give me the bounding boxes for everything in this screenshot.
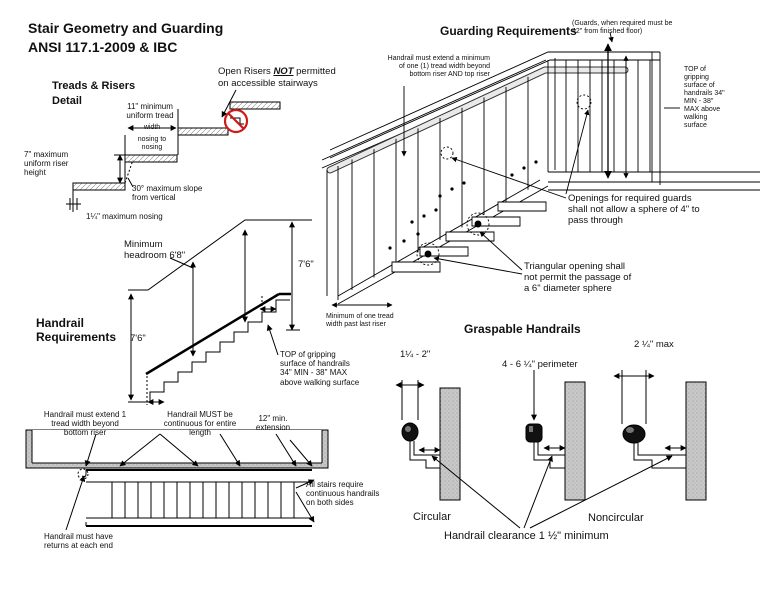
guard-bolt-dot bbox=[510, 173, 514, 177]
openings-note: Openings for required guards shall not a… bbox=[568, 193, 700, 226]
treads-heading-2: Detail bbox=[52, 95, 82, 107]
ext-12-label: 12" min. extension bbox=[255, 414, 291, 433]
guarding-stair-view bbox=[321, 31, 760, 308]
clearance-label: Handrail clearance 1 ½" minimum bbox=[444, 530, 609, 542]
graspable-handrail-sections bbox=[395, 370, 707, 529]
open-risers-note: Open Risers NOT permitted bbox=[218, 66, 336, 77]
top-grip-label: TOP of gripping surface of handrails 34"… bbox=[280, 350, 360, 387]
headroom-label: Minimum headroom 6'8" bbox=[124, 239, 186, 261]
min-tread-note: Minimum of one tread width past last ris… bbox=[326, 313, 394, 329]
returns-note: Handrail must have returns at each end bbox=[44, 532, 113, 551]
guard-extend-note: Handrail must extend a minimum of one (1… bbox=[387, 55, 490, 79]
headroom-stair-section bbox=[128, 219, 312, 405]
guard-bolt-dot bbox=[534, 160, 538, 164]
guard-top-grip-note: TOP of gripping surface of handrails 34"… bbox=[684, 66, 725, 130]
dim-7ft6-right: 7'6" bbox=[298, 259, 314, 270]
guard-bolt-dot bbox=[416, 232, 420, 236]
extend-note: Handrail must extend 1 tread width beyon… bbox=[43, 410, 127, 438]
circular-dim: 1¼ - 2" bbox=[400, 349, 431, 360]
guard-bolt-dot bbox=[410, 220, 414, 224]
handrail-plan-view bbox=[25, 429, 329, 531]
guard-bolt-dot bbox=[388, 246, 392, 250]
guarding-heading: Guarding Requirements bbox=[440, 24, 577, 38]
guard-bolt-dot bbox=[438, 194, 442, 198]
perimeter-dim: 4 - 6 ¼" perimeter bbox=[502, 359, 578, 370]
guard-bolt-dot bbox=[462, 181, 466, 185]
open-risers-note-2: on accessible stairways bbox=[218, 78, 318, 89]
guard-bolt-dot bbox=[522, 166, 526, 170]
both-sides-note: All stairs require continuous handrails … bbox=[306, 480, 380, 508]
noncircular-dim: 2 ¼" max bbox=[634, 339, 674, 350]
no-open-riser-symbol bbox=[223, 108, 249, 134]
nosing-label: 1¼" maximum nosing bbox=[86, 212, 163, 221]
tread-width-label-3: nosing to nosing bbox=[137, 136, 167, 152]
continuous-note: Handrail MUST be continuous for entire l… bbox=[163, 410, 237, 438]
treads-risers-detail bbox=[66, 89, 281, 212]
tread-width-label: 11" minimum uniform tread bbox=[126, 102, 174, 121]
guard-bolt-dot bbox=[450, 187, 454, 191]
slope-label: 30° maximum slope from vertical bbox=[132, 184, 203, 203]
dim-7ft6-left: 7'6" bbox=[130, 333, 146, 344]
riser-height-label: 7" maximum uniform riser height bbox=[24, 150, 69, 178]
graspable-heading: Graspable Handrails bbox=[464, 322, 581, 336]
guard-bolt-dot bbox=[422, 214, 426, 218]
guard-bolt-dot bbox=[434, 208, 438, 212]
handrail-heading: Handrail Requirements bbox=[36, 316, 117, 344]
guard-bolt-dot bbox=[402, 239, 406, 243]
guard-height-note: (Guards, when required must be 42" from … bbox=[572, 20, 673, 36]
triangle-note: Triangular opening shall not permit the … bbox=[524, 261, 632, 294]
circular-label: Circular bbox=[413, 511, 451, 523]
sheet-subtitle: ANSI 117.1-2009 & IBC bbox=[28, 39, 178, 55]
tread-width-label-2: width bbox=[143, 124, 161, 131]
treads-heading: Treads & Risers bbox=[52, 80, 136, 92]
noncircular-label: Noncircular bbox=[588, 512, 644, 524]
sheet-title: Stair Geometry and Guarding bbox=[28, 20, 224, 36]
